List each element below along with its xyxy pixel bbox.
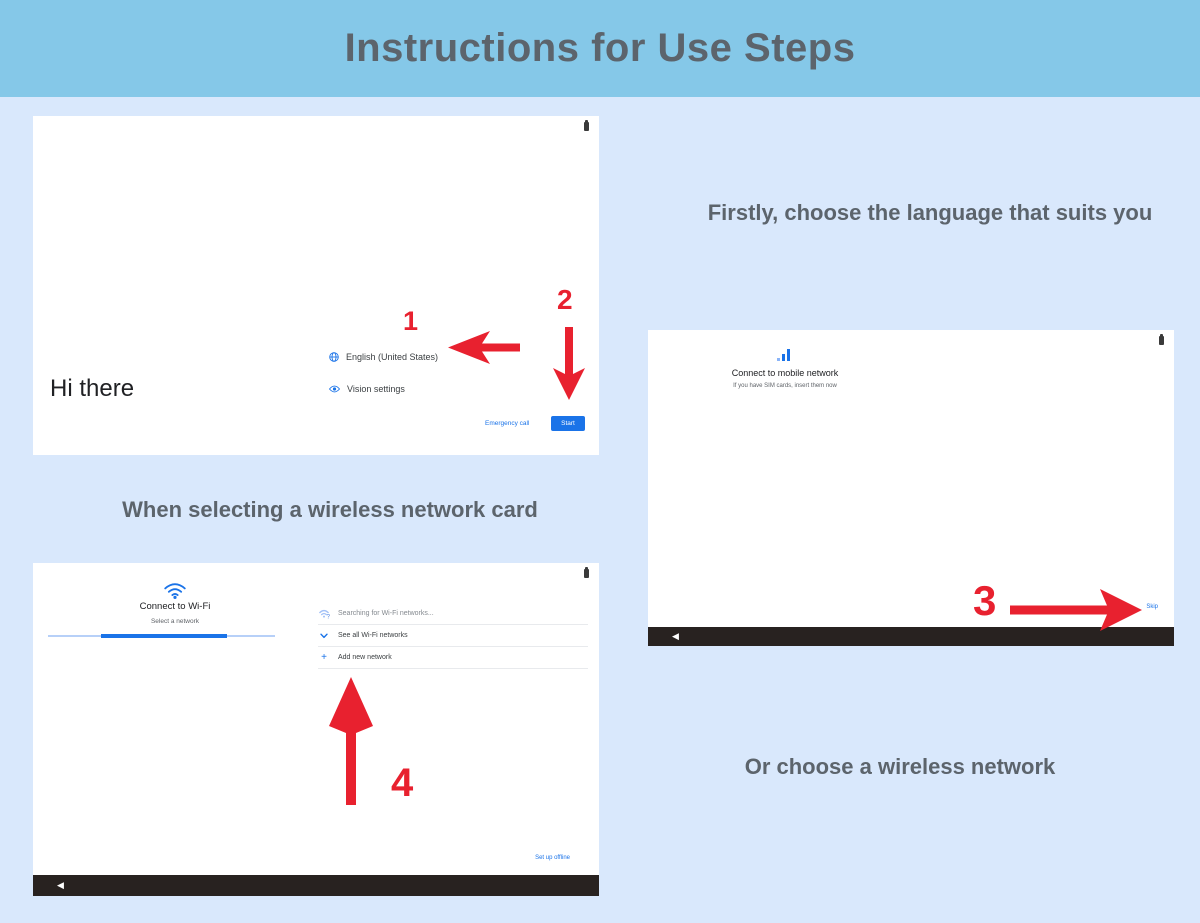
page-title: Instructions for Use Steps <box>344 26 856 70</box>
emergency-call-link[interactable]: Emergency call <box>485 420 530 427</box>
back-button[interactable]: ◀ <box>57 880 64 890</box>
screenshot-mobile-network: Connect to mobile network If you have SI… <box>648 330 1174 646</box>
screenshot-connect-wifi: Connect to Wi-Fi Select a network ? <box>33 563 599 896</box>
chevron-down-icon <box>318 633 330 639</box>
wifi-row-label: See all Wi-Fi networks <box>338 632 408 639</box>
start-button[interactable]: Start <box>551 416 585 431</box>
caption-wifi-card: When selecting a wireless network card <box>122 497 538 522</box>
caption-wireless-network: Or choose a wireless network <box>744 754 1056 779</box>
svg-text:?: ? <box>326 614 329 618</box>
header-banner: Instructions for Use Steps <box>0 0 1200 97</box>
language-option[interactable]: English (United States) <box>329 352 438 362</box>
vision-settings-label: Vision settings <box>347 384 405 394</box>
battery-icon <box>584 567 589 578</box>
step-number-3: 3 <box>973 577 997 624</box>
wifi-options-list: ? Searching for Wi-Fi networks... See al… <box>318 603 588 669</box>
step-number-2: 2 <box>557 284 573 315</box>
progress-bar-fill <box>101 634 227 638</box>
navigation-bar: ◀ <box>648 627 1174 646</box>
globe-icon <box>329 352 339 362</box>
screenshot-hi-there: Hi there English (United States) Vision … <box>33 116 599 455</box>
wifi-row-searching[interactable]: ? Searching for Wi-Fi networks... <box>318 603 588 625</box>
battery-icon <box>1159 334 1164 345</box>
language-option-label: English (United States) <box>346 352 439 362</box>
vision-settings-option[interactable]: Vision settings <box>329 384 405 394</box>
wifi-row-label: Searching for Wi-Fi networks... <box>338 610 434 617</box>
skip-link[interactable]: Skip <box>1146 604 1158 610</box>
arrow-right-icon <box>1010 589 1142 631</box>
set-up-offline-link[interactable]: Set up offline <box>535 855 570 861</box>
wifi-row-see-all[interactable]: See all Wi-Fi networks <box>318 625 588 647</box>
caption-choose-language: Firstly, choose the language that suits … <box>707 200 1153 225</box>
eye-icon <box>329 385 340 393</box>
arrow-up-icon <box>329 677 373 805</box>
navigation-bar: ◀ <box>33 875 599 896</box>
mobile-signal-icon <box>777 349 790 361</box>
mobile-screen-subtitle: If you have SIM cards, insert them now <box>733 383 837 389</box>
wifi-row-add-network[interactable]: + Add new network <box>318 647 588 669</box>
wifi-screen-title: Connect to Wi-Fi <box>139 601 211 612</box>
plus-icon: + <box>321 651 327 663</box>
battery-icon <box>584 120 589 131</box>
progress-bar <box>48 634 275 638</box>
step-number-1: 1 <box>403 306 419 336</box>
arrow-left-icon <box>448 331 520 364</box>
wifi-icon <box>164 583 186 599</box>
arrow-down-icon <box>553 327 585 400</box>
wifi-searching-icon: ? <box>318 609 330 619</box>
wifi-row-label: Add new network <box>338 654 392 661</box>
wifi-screen-subtitle: Select a network <box>150 618 200 625</box>
mobile-screen-title: Connect to mobile network <box>731 368 839 378</box>
back-button[interactable]: ◀ <box>672 631 679 641</box>
welcome-title: Hi there <box>50 375 135 402</box>
step-number-4: 4 <box>391 761 414 805</box>
